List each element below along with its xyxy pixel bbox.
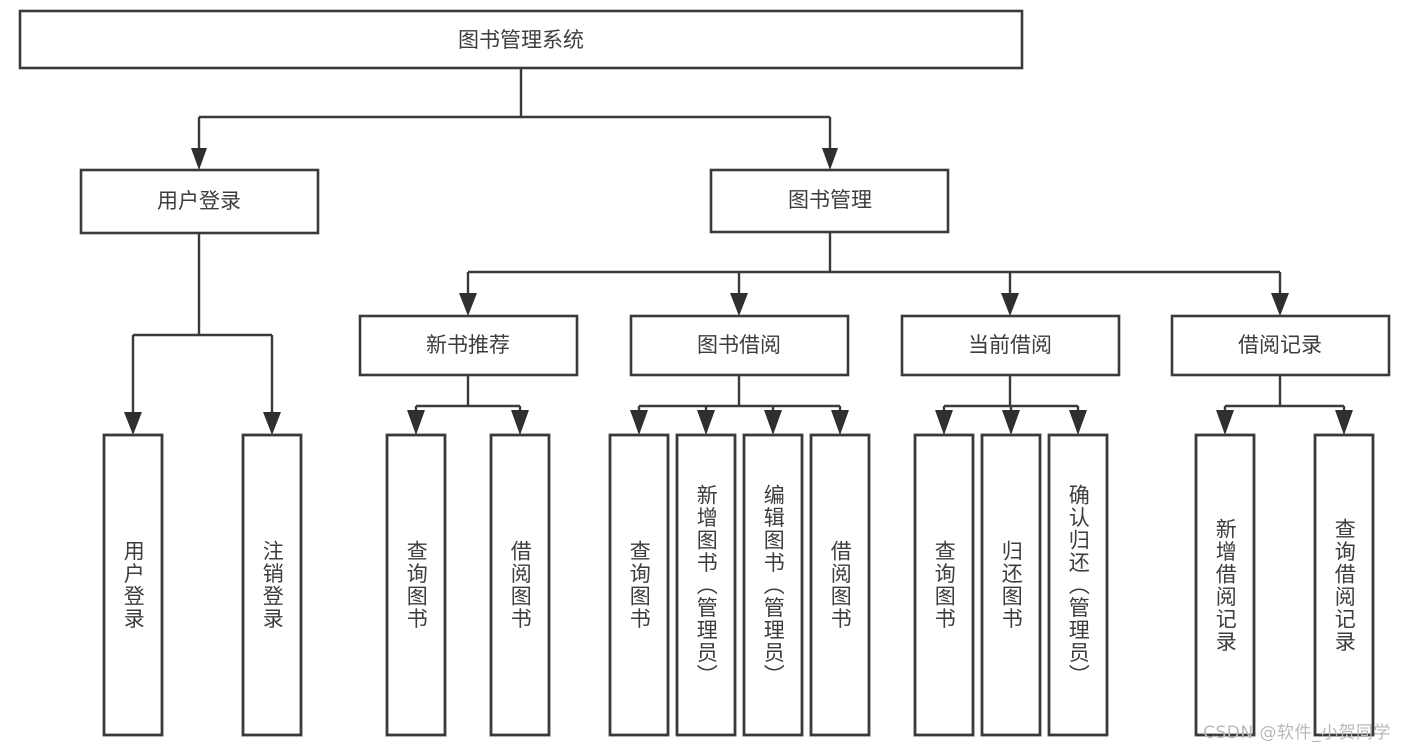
leaf-box-new-book-2[interactable]	[489, 433, 551, 737]
arrow-to-user-login	[191, 148, 207, 170]
arrow-to-current-borrow	[1001, 293, 1019, 316]
arrow-leaf-current-borrow-1	[935, 410, 953, 435]
csdn-watermark: CSDN @软件_小贺同学	[1203, 723, 1391, 743]
connector-layer	[124, 68, 1353, 435]
arrow-leaf-new-book-1	[407, 410, 425, 435]
node-book-borrow-label: 图书借阅	[697, 333, 781, 357]
node-borrow-record[interactable]: 借阅记录	[1170, 314, 1391, 377]
node-new-book-recommend-box[interactable]	[358, 314, 579, 377]
leaf-box-borrow-record-1[interactable]	[1194, 433, 1256, 737]
node-book-manage-box[interactable]	[709, 168, 950, 234]
arrow-leaf-user-login-1	[124, 412, 142, 435]
leaf-box-book-borrow-2[interactable]	[675, 433, 737, 737]
node-user-login[interactable]: 用户登录	[79, 168, 320, 235]
node-book-manage-label: 图书管理	[788, 188, 872, 212]
leaf-box-borrow-record-2[interactable]	[1313, 433, 1375, 737]
node-user-login-label: 用户登录	[157, 189, 241, 213]
arrow-leaf-borrow-record-1	[1216, 410, 1234, 435]
leaf-box-book-borrow-3[interactable]	[742, 433, 804, 737]
arrow-to-book-manage	[822, 148, 838, 170]
node-borrow-record-box[interactable]	[1170, 314, 1391, 377]
arrow-leaf-book-borrow-2	[697, 410, 715, 435]
arrow-to-new-book	[459, 293, 477, 316]
arrow-leaf-current-borrow-3	[1069, 410, 1087, 435]
leaf-box-user-login-1[interactable]	[102, 433, 164, 737]
node-book-manage[interactable]: 图书管理	[709, 168, 950, 234]
arrow-leaf-current-borrow-2	[1002, 410, 1020, 435]
node-new-book-recommend[interactable]: 新书推荐	[358, 314, 579, 377]
node-current-borrow[interactable]: 当前借阅	[900, 314, 1121, 377]
leaf-box-book-borrow-1[interactable]	[608, 433, 670, 737]
arrow-leaf-borrow-record-2	[1335, 410, 1353, 435]
leaf-box-new-book-1[interactable]	[385, 433, 447, 737]
arrow-to-book-borrow	[730, 293, 748, 316]
leaf-box-book-borrow-4[interactable]	[809, 433, 871, 737]
node-current-borrow-label: 当前借阅	[968, 333, 1052, 357]
leaf-box-current-borrow-3[interactable]	[1047, 433, 1109, 737]
node-new-book-recommend-label: 新书推荐	[426, 333, 510, 357]
node-root-box[interactable]	[18, 9, 1024, 70]
arrow-to-borrow-record	[1271, 293, 1289, 316]
node-current-borrow-box[interactable]	[900, 314, 1121, 377]
node-user-login-box[interactable]	[79, 168, 320, 235]
leaf-box-user-login-2[interactable]	[241, 433, 303, 737]
node-borrow-record-label: 借阅记录	[1238, 333, 1322, 357]
arrow-leaf-book-borrow-1	[630, 410, 648, 435]
leaf-box-current-borrow-1[interactable]	[913, 433, 975, 737]
node-book-borrow[interactable]: 图书借阅	[629, 314, 850, 377]
arrow-leaf-book-borrow-3	[764, 410, 782, 435]
node-book-borrow-box[interactable]	[629, 314, 850, 377]
arrow-leaf-new-book-2	[511, 410, 529, 435]
arrow-leaf-book-borrow-4	[831, 410, 849, 435]
node-root-label: 图书管理系统	[458, 28, 584, 52]
node-root[interactable]: 图书管理系统	[18, 9, 1024, 70]
leaf-box-current-borrow-2[interactable]	[980, 433, 1042, 737]
arrow-leaf-user-login-2	[263, 412, 281, 435]
